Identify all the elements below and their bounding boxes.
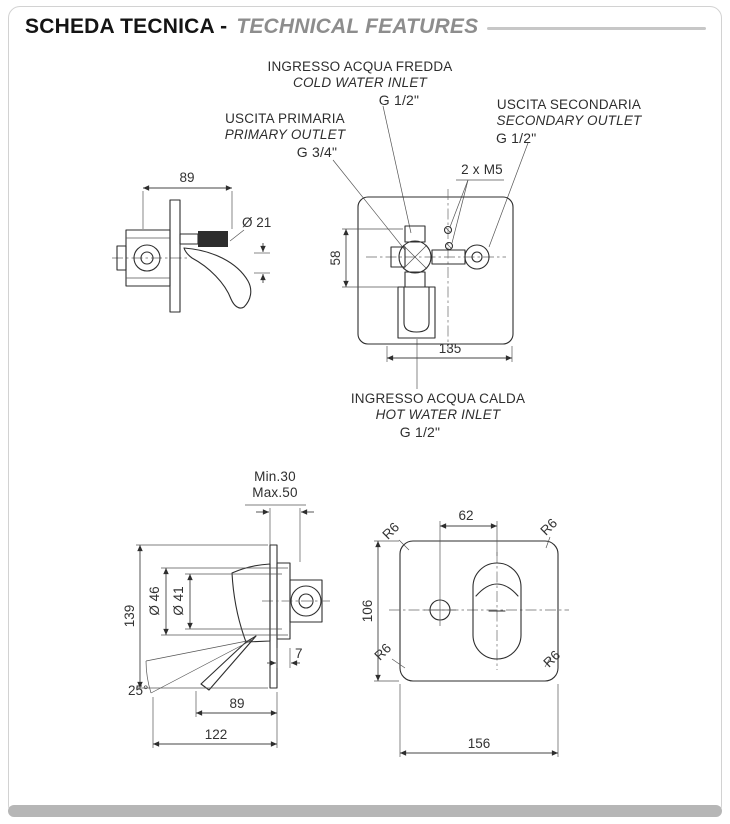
mixer-side-profile-dimensioned [145, 544, 330, 694]
dim-hole-offset: 62 [458, 508, 473, 523]
callout-secondary-outlet-it: USCITA SECONDARIA [496, 97, 642, 112]
mixer-body [231, 563, 271, 643]
callout-screws: 2 x M5 [452, 162, 512, 178]
dim-top-depth-group: 89 [142, 170, 233, 229]
dim-total-height: 139 [122, 605, 137, 628]
callout-hot-water-inlet-it: INGRESSO ACQUA CALDA [350, 391, 526, 406]
dim-corner-radius-tl: R6 [379, 519, 402, 542]
callout-cold-water-inlet: INGRESSO ACQUA FREDDA COLD WATER INLET G… [238, 59, 482, 108]
dim-plate-offset-group: 7 [267, 646, 303, 668]
callout-wall-depth-min: Min.30 [254, 469, 296, 484]
top-side-view: 89 Ø 21 [112, 170, 271, 313]
callout-cold-water-inlet-it: INGRESSO ACQUA FREDDA [267, 59, 453, 74]
screw-m5 [443, 225, 453, 235]
callout-leaders [332, 105, 529, 389]
dim-max-reach: 122 [205, 727, 228, 742]
mounting-box [357, 196, 514, 345]
wall-plate-front [389, 540, 569, 682]
callout-primary-outlet-it: USCITA PRIMARIA [225, 111, 345, 126]
header-rule [487, 26, 706, 30]
escutcheon-plate [399, 540, 559, 682]
dim-plate-height-group: 106 [360, 540, 399, 682]
screw-m5 [444, 241, 454, 251]
callout-cold-water-inlet-thread: G 1/2" [378, 92, 420, 108]
mixer-front-body [357, 189, 514, 352]
dim-body-width: 135 [439, 341, 462, 356]
dim-axis-height: 58 [328, 250, 343, 265]
callout-primary-outlet-thread: G 3/4" [296, 144, 338, 160]
bottom-side-view: 25° 139 Ø 46 Ø 41 [122, 504, 330, 748]
callout-hot-water-inlet-thread: G 1/2" [399, 424, 441, 440]
dim-corner-radius-bl: R6 [371, 640, 394, 663]
callout-screws-label: 2 x M5 [461, 162, 503, 177]
dim-hole-offset-group: 62 [424, 508, 498, 626]
dim-handle-diameter-group: Ø 21 [229, 215, 271, 283]
page-title: SCHEDA TECNICA - [25, 15, 228, 38]
dim-plate-offset: 7 [295, 646, 303, 661]
dim-wall-depth-group [245, 504, 314, 562]
page-subtitle: TECHNICAL FEATURES [236, 15, 479, 38]
dim-axis-height-group: 58 [328, 228, 403, 288]
callout-primary-outlet: USCITA PRIMARIA PRIMARY OUTLET G 3/4" [215, 111, 355, 160]
dim-inner-diameter-group: Ø 41 [171, 573, 282, 630]
callout-secondary-outlet: USCITA SECONDARIA SECONDARY OUTLET G 1/2… [494, 97, 644, 146]
callout-wall-depth: Min.30 Max.50 [243, 469, 307, 501]
mixer-side-profile [112, 199, 252, 313]
callout-secondary-outlet-thread: G 1/2" [496, 130, 537, 146]
wall-plate [269, 544, 278, 689]
callout-primary-outlet-en: PRIMARY OUTLET [224, 127, 346, 142]
dim-reach: 89 [229, 696, 244, 711]
dim-max-reach-group: 122 [152, 697, 277, 748]
handle-lever [183, 247, 252, 309]
dim-lever-angle: 25° [128, 683, 148, 698]
callout-cold-water-inlet-en: COLD WATER INLET [293, 75, 427, 90]
callout-wall-depth-max: Max.50 [252, 485, 298, 500]
dim-escutcheon-diameter-group: Ø 46 [147, 567, 288, 636]
bottom-front-view: R6 R6 R6 R6 62 106 1 [360, 508, 569, 757]
hot-inlet-pipe [397, 286, 436, 339]
handle-front [472, 562, 522, 660]
secondary-outlet-port [464, 244, 490, 270]
callout-hot-water-inlet: INGRESSO ACQUA CALDA HOT WATER INLET G 1… [338, 391, 538, 440]
dim-plate-height: 106 [360, 600, 375, 623]
dim-inner-diameter: Ø 41 [171, 586, 186, 615]
dim-plate-width: 156 [468, 736, 491, 751]
callout-secondary-outlet-en: SECONDARY OUTLET [496, 113, 642, 128]
valve-body [398, 240, 432, 274]
dim-plate-width-group: 156 [399, 684, 559, 757]
dim-reach-group: 89 [195, 691, 278, 748]
top-front-view: 58 135 [328, 105, 529, 389]
dim-corner-radius-br: R6 [540, 647, 563, 670]
header: SCHEDA TECNICA - TECHNICAL FEATURES [25, 15, 706, 39]
dim-corner-radius-tr: R6 [537, 515, 560, 538]
footer-bar [8, 805, 722, 817]
dim-handle-diameter: Ø 21 [242, 215, 271, 230]
handle-hub [198, 231, 228, 247]
dim-escutcheon-diameter: Ø 46 [147, 586, 162, 615]
dim-body-width-group: 135 [386, 341, 513, 362]
dim-top-depth: 89 [179, 170, 194, 185]
dim-total-height-group: 139 [122, 544, 268, 689]
callout-hot-water-inlet-en: HOT WATER INLET [375, 407, 501, 422]
lever-open [200, 635, 257, 691]
